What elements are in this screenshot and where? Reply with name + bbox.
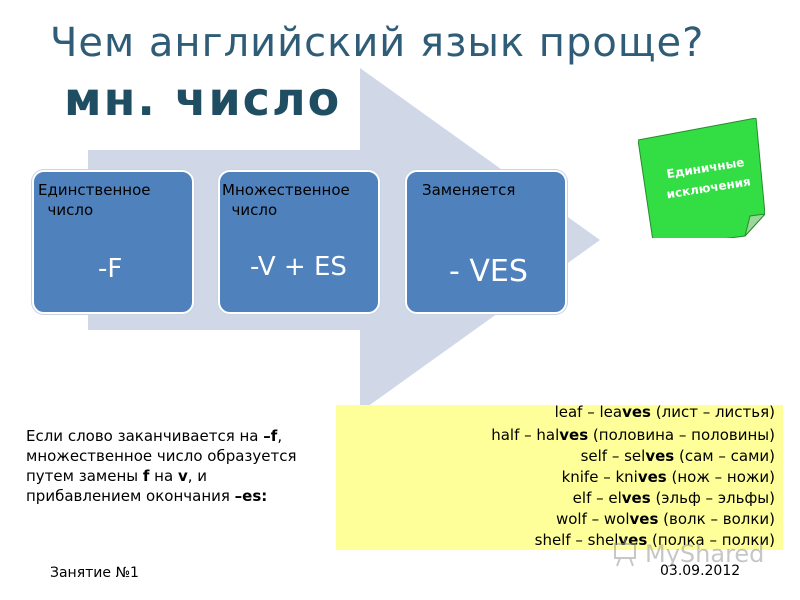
example-bold: ves xyxy=(637,468,667,486)
example-bold: ves xyxy=(621,489,651,507)
examples-box: leaf – leaves (лист – листья) half – hal… xyxy=(336,402,783,551)
process-step-singular: -F xyxy=(32,170,194,314)
explain-text-4: , и прибавлением окончания xyxy=(26,467,235,505)
explain-f: f xyxy=(142,467,150,485)
example-row: wolf – wolves (волк – волки) xyxy=(556,509,775,530)
example-row: elf – elves (эльф – эльфы) xyxy=(573,488,775,509)
example-pre: shelf – shel xyxy=(534,531,619,549)
formula-singular: -F xyxy=(98,254,123,284)
explain-text-3: на xyxy=(149,467,178,485)
formula-replace: - VES xyxy=(449,254,528,289)
footer-lesson: Занятие №1 xyxy=(50,565,139,581)
footer-date: 03.09.2012 xyxy=(660,563,741,579)
example-row: half – halves (половина – половины) xyxy=(491,425,775,446)
example-post: (нож – ножи) xyxy=(666,468,776,486)
example-bold: ves xyxy=(618,531,648,549)
label-singular: Единственное число xyxy=(38,181,151,219)
explain-v: v xyxy=(177,467,188,485)
example-pre: self – sel xyxy=(580,447,646,465)
example-pre: elf – el xyxy=(572,489,622,507)
process-step-replace: - VES xyxy=(405,170,567,314)
example-row: leaf – leaves (лист – листья) xyxy=(555,402,775,423)
process-step-plural: -V + ES xyxy=(218,170,380,314)
example-row: shelf – shelves (полка – полки) xyxy=(535,530,775,551)
formula-plural: -V + ES xyxy=(250,252,347,282)
slide-title: Чем английский язык проще? xyxy=(50,20,705,66)
explain-text-2: , множественное число образуется путем з… xyxy=(26,427,297,485)
explain-f-dash: –f xyxy=(263,427,278,445)
explain-text-1: Если слово заканчивается на xyxy=(26,427,264,445)
example-post: (лист – листья) xyxy=(650,403,775,421)
example-post: (сам – сами) xyxy=(674,447,775,465)
example-pre: leaf – lea xyxy=(554,403,623,421)
example-row: knife – knives (нож – ножи) xyxy=(562,467,775,488)
example-bold: ves xyxy=(622,403,651,421)
example-bold: ves xyxy=(559,426,589,444)
rule-explanation: Если слово заканчивается на –f, множеств… xyxy=(26,426,316,506)
slide-subtitle: мн. число xyxy=(64,72,342,126)
explain-es: –es: xyxy=(234,487,268,505)
label-plural: Множественное число xyxy=(222,181,350,219)
example-post: (половина – половины) xyxy=(588,426,775,444)
example-post: (полка – полки) xyxy=(647,531,775,549)
example-pre: half – hal xyxy=(491,426,560,444)
sticky-note-shape xyxy=(638,118,765,238)
example-row: self – selves (сам – сами) xyxy=(581,446,775,467)
exceptions-note: Единичные исключения xyxy=(638,118,765,238)
example-bold: ves xyxy=(629,510,659,528)
example-pre: wolf – wol xyxy=(555,510,630,528)
example-bold: ves xyxy=(645,447,675,465)
label-replace: Заменяется xyxy=(422,181,516,199)
example-pre: knife – kni xyxy=(561,468,638,486)
example-post: (волк – волки) xyxy=(658,510,775,528)
example-post: (эльф – эльфы) xyxy=(650,489,775,507)
